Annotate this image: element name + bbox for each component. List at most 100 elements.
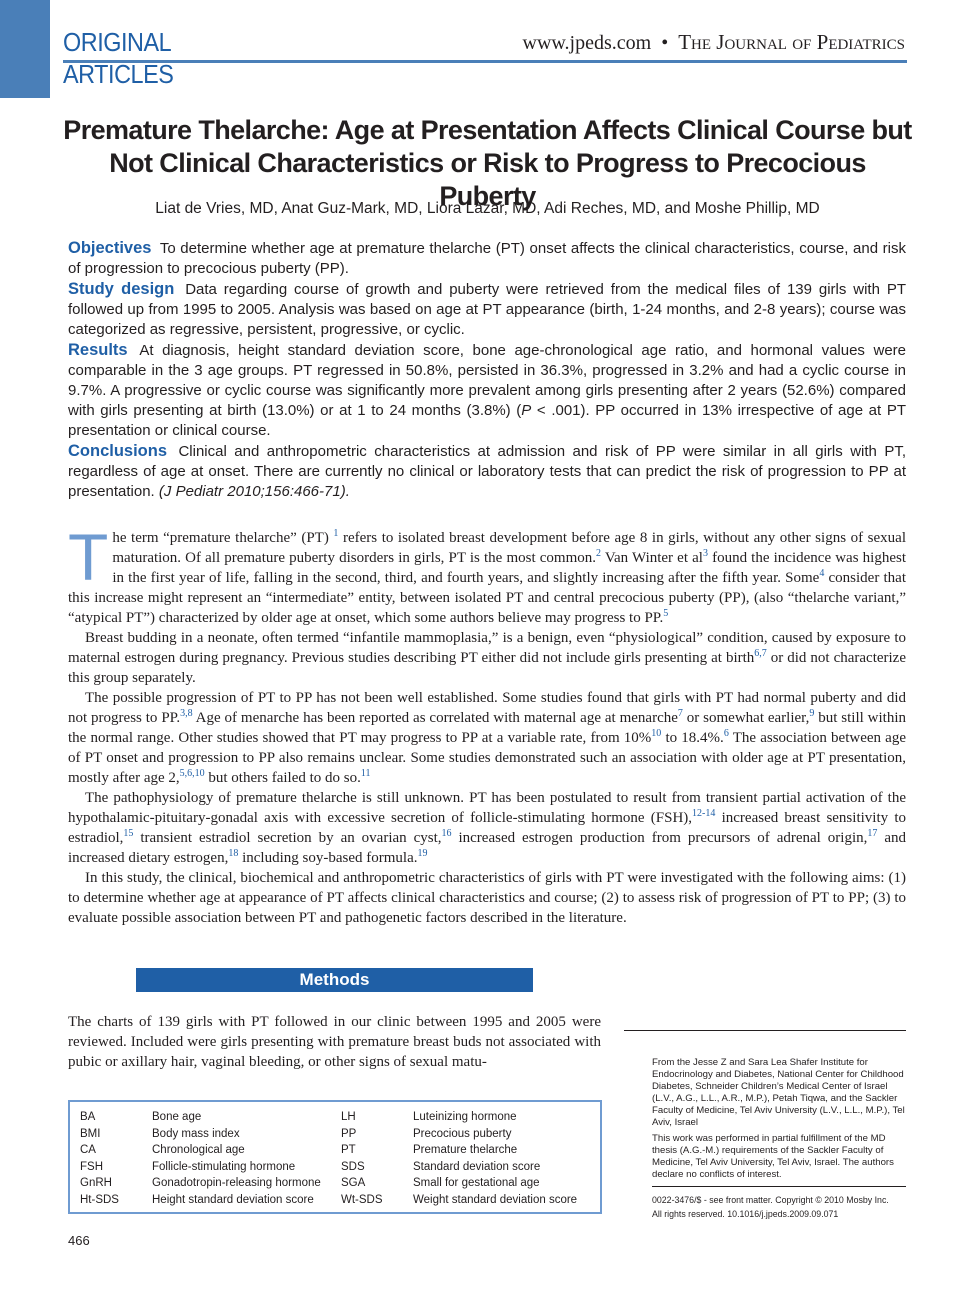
copyright-line: 0022-3476/$ - see front matter. Copyrigh… <box>652 1195 889 1205</box>
abbreviation-definition: Body mass index <box>152 1127 240 1140</box>
body-text-span: Breast budding in a neonate, often terme… <box>68 630 906 666</box>
author-list: Liat de Vries, MD, Anat Guz-Mark, MD, Li… <box>155 200 820 217</box>
reference-link[interactable]: 9 <box>809 708 815 719</box>
abbreviation-definition: Precocious puberty <box>413 1127 512 1140</box>
affiliation-divider <box>652 1186 906 1187</box>
abbreviation-term: BA <box>80 1111 96 1123</box>
abbreviation-term: CA <box>80 1144 96 1157</box>
reference-link[interactable]: 5,6,10 <box>179 768 205 779</box>
body-text-span: The pathophysiology of premature thelarc… <box>68 790 906 826</box>
reference-link[interactable]: 15 <box>123 828 134 839</box>
abbreviation-definition: Chronological age <box>152 1144 245 1157</box>
abbreviation-definition: Gonadotropin-releasing hormone <box>152 1177 321 1190</box>
section-label-line2: ARTICLES <box>63 59 174 89</box>
body-text-span: but others failed to do so. <box>204 770 361 786</box>
body-paragraph-4: The pathophysiology of premature thelarc… <box>68 788 906 868</box>
body-text-span: increased estrogen production from precu… <box>451 830 868 846</box>
abstract-conclusions: Conclusions Clinical and anthropometric … <box>68 441 906 502</box>
body-paragraph-5: In this study, the clinical, biochemical… <box>68 870 906 926</box>
reference-link[interactable]: 18 <box>228 848 239 859</box>
body-text-span: he term “premature thelarche” (PT) <box>112 530 334 546</box>
abbreviation-term: SGA <box>341 1177 366 1190</box>
citation: (J Pediatr 2010;156:466-71). <box>158 483 350 500</box>
doi-line: All rights reserved. 10.1016/j.jpeds.200… <box>652 1209 839 1219</box>
abbreviation-term: Ht-SDS <box>80 1193 119 1206</box>
reference-link[interactable]: 7 <box>677 708 683 719</box>
section-label-line1: ORIGINAL <box>63 27 172 57</box>
abbreviation-definition: Weight standard deviation score <box>413 1193 578 1206</box>
body-text-span: including soy-based formula. <box>238 850 418 866</box>
abstract-design: Study design Data regarding course of gr… <box>68 279 906 340</box>
abstract-results: Results At diagnosis, height standard de… <box>68 340 906 441</box>
reference-link[interactable]: 16 <box>441 828 452 839</box>
affiliation-note: From the Jesse Z and Sara Lea Shafer Ins… <box>652 1057 906 1185</box>
body-text-span: or did not characterize this group separ… <box>68 650 906 686</box>
body-text-span: refers to isolated breast development be… <box>112 530 906 566</box>
abstract-objectives-text: To determine whether age at premature th… <box>68 240 906 277</box>
reference-link[interactable]: 11 <box>360 768 371 779</box>
abstract-results-p-symbol: P <box>521 402 532 419</box>
body-text-span: or somewhat earlier, <box>682 710 810 726</box>
abbreviation-definition: Height standard deviation score <box>152 1193 314 1206</box>
methods-heading: Methods <box>136 968 533 992</box>
abstract-design-text: Data regarding course of growth and pube… <box>68 281 906 338</box>
section-label: ORIGINAL ARTICLES <box>63 26 174 90</box>
reference-link[interactable]: 10 <box>651 728 662 739</box>
body-text-span: found the incidence was highest in the f… <box>112 550 906 586</box>
abstract: Objectives To determine whether age at p… <box>68 238 906 502</box>
article-title: Premature Thelarche: Age at Presentation… <box>63 115 912 211</box>
body-text-span: and increased dietary estrogen, <box>68 830 906 866</box>
reference-link[interactable]: 3,8 <box>180 708 193 719</box>
journal-name: The Journal of Pediatrics <box>678 30 905 54</box>
side-color-tab <box>0 0 50 98</box>
body-text-span: to 18.4%. <box>661 730 724 746</box>
abstract-objectives: Objectives To determine whether age at p… <box>68 238 906 279</box>
body-text-span: increased breast sensitivity to estradio… <box>68 810 906 846</box>
body-text-span: consider that this increase might repres… <box>68 570 906 626</box>
body-text-span: Age of menarche has been reported as cor… <box>192 710 678 726</box>
reference-link[interactable]: 4 <box>819 568 825 579</box>
abstract-objectives-heading: Objectives <box>68 239 152 257</box>
abbreviation-term: BMI <box>80 1127 101 1140</box>
abbreviation-term: LH <box>341 1111 356 1123</box>
body-text-span: Van Winter et al <box>600 550 703 566</box>
reference-link[interactable]: 5 <box>663 608 669 619</box>
header-bullet: • <box>661 32 669 54</box>
abbreviation-term: FSH <box>80 1160 103 1173</box>
methods-paragraph: The charts of 139 girls with PT followed… <box>68 1014 601 1070</box>
abstract-results-heading: Results <box>68 341 128 359</box>
abbreviation-definition: Premature thelarche <box>413 1144 518 1157</box>
reference-link[interactable]: 2 <box>595 548 601 559</box>
abstract-results-text: At diagnosis, height standard deviation … <box>68 342 906 419</box>
drop-cap: T <box>68 520 109 594</box>
abstract-conclusions-heading: Conclusions <box>68 442 168 460</box>
body-text-span: The association between age of PT onset … <box>68 730 906 786</box>
copyright-note: 0022-3476/$ - see front matter. Copyrigh… <box>652 1193 906 1221</box>
affiliation-institute: From the Jesse Z and Sara Lea Shafer Ins… <box>652 1057 905 1128</box>
reference-link[interactable]: 19 <box>417 848 428 859</box>
reference-link[interactable]: 12-14 <box>692 808 716 819</box>
reference-link[interactable]: 6,7 <box>754 648 767 659</box>
reference-link[interactable]: 1 <box>333 528 339 539</box>
abbreviation-definition: Standard deviation score <box>413 1160 541 1173</box>
reference-link[interactable]: 6 <box>723 728 729 739</box>
abbreviation-definition: Luteinizing hormone <box>413 1111 517 1123</box>
reference-link[interactable]: 3 <box>702 548 708 559</box>
reference-link[interactable]: 17 <box>867 828 878 839</box>
body-paragraph-3: The possible progression of PT to PP has… <box>68 688 906 788</box>
abbreviation-definition: Small for gestational age <box>413 1177 540 1190</box>
abbreviation-term: SDS <box>341 1160 365 1173</box>
abstract-conclusions-text: Clinical and anthropometric characterist… <box>68 443 906 500</box>
journal-website-link[interactable]: www.jpeds.com <box>522 32 652 54</box>
page-number: 466 <box>68 1233 90 1248</box>
body-text-span: The possible progression of PT to PP has… <box>68 690 906 726</box>
